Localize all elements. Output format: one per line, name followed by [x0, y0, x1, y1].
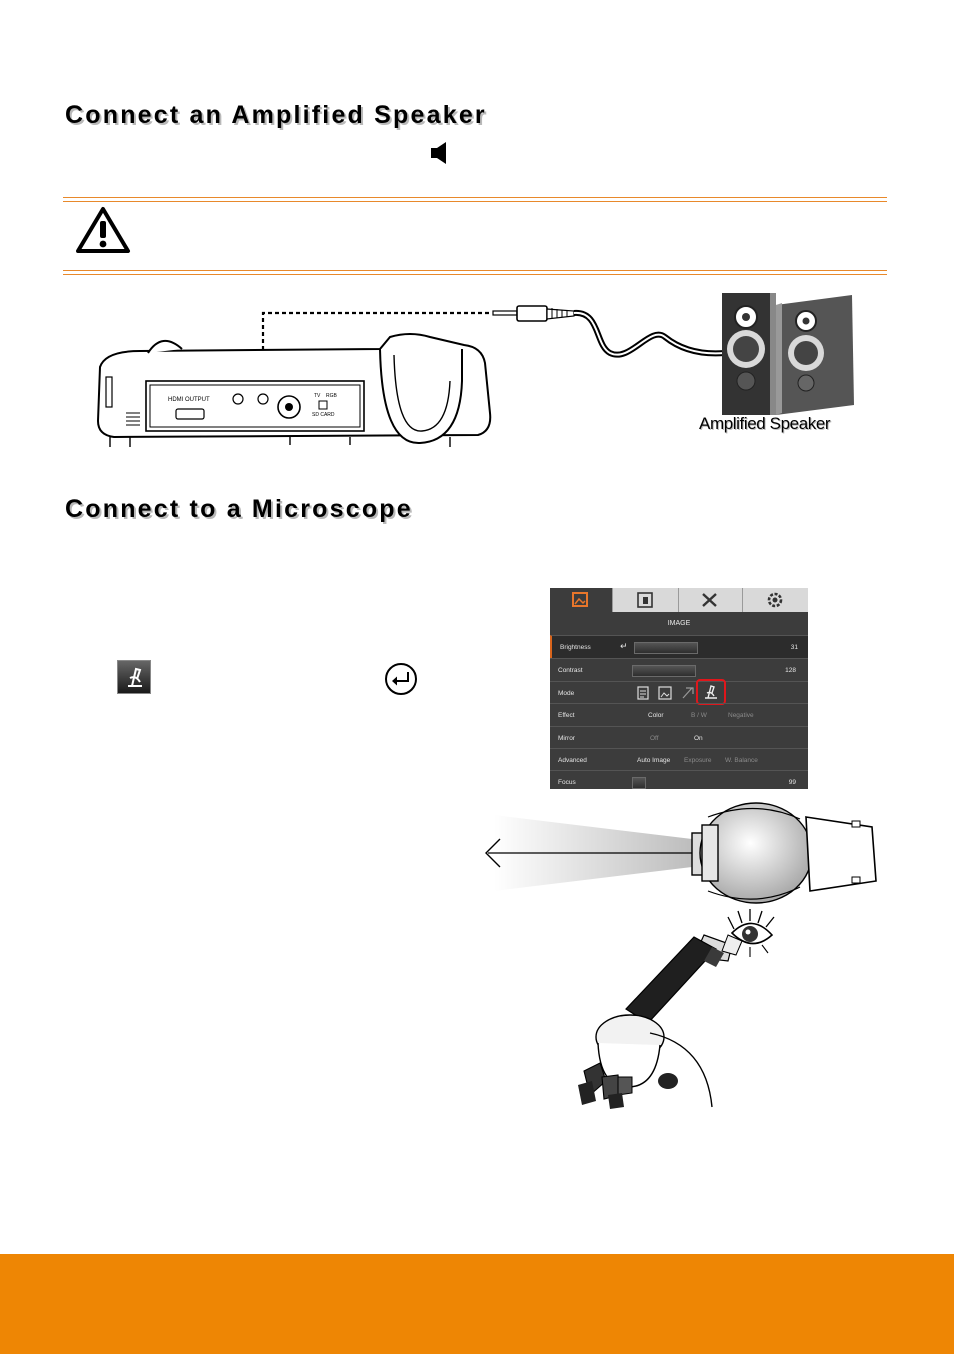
warning-top-rule	[63, 197, 887, 202]
image-icon	[572, 592, 588, 607]
hdmi-label: HDMI OUTPUT	[168, 397, 210, 403]
effect-option-color[interactable]: Color	[648, 712, 664, 719]
mirror-option-off[interactable]: Off	[650, 735, 659, 742]
effect-option-negative[interactable]: Negative	[728, 712, 754, 719]
tab-tools[interactable]	[678, 588, 743, 612]
brightness-slider[interactable]	[634, 642, 698, 654]
menu-row-label: Effect	[558, 712, 575, 719]
menu-row-mirror[interactable]: Mirror Off On	[550, 726, 808, 749]
microscope-mode-selected[interactable]	[696, 679, 726, 705]
menu-row-effect[interactable]: Effect Color B / W Negative	[550, 703, 808, 726]
brightness-value: 31	[790, 644, 798, 651]
microscope-icon	[705, 685, 717, 699]
sdcard-label: SD CARD	[312, 412, 335, 418]
document-mode-icon[interactable]	[636, 686, 650, 700]
focus-slider[interactable]	[632, 777, 646, 789]
tab-display[interactable]	[612, 588, 679, 612]
tab-image[interactable]	[550, 588, 613, 612]
menu-row-label: Mirror	[558, 735, 575, 742]
rgb-label: RGB	[326, 393, 338, 399]
contrast-value: 128	[785, 667, 796, 674]
menu-row-label: Focus	[558, 779, 576, 786]
menu-row-label: Advanced	[558, 757, 587, 764]
focus-value: 99	[788, 779, 796, 786]
page-footer-band	[0, 1254, 954, 1354]
microscope-heading: Connect to a Microscope	[65, 495, 413, 523]
tab-settings[interactable]	[742, 588, 808, 612]
menu-tab-bar	[550, 588, 808, 612]
menu-row-label: Brightness	[560, 644, 591, 651]
display-icon	[637, 592, 653, 608]
menu-row-mode[interactable]: Mode	[550, 679, 808, 705]
advanced-option-auto-image[interactable]: Auto Image	[637, 757, 671, 764]
amplified-speaker-caption: Amplified Speaker	[699, 414, 831, 433]
tools-icon	[702, 593, 717, 607]
advanced-option-exposure[interactable]: Exposure	[684, 757, 712, 764]
gear-icon	[767, 592, 783, 608]
microscope-mode-icon	[117, 660, 151, 694]
enter-mark-icon: ↵	[620, 641, 628, 651]
menu-row-focus[interactable]: Focus 99	[550, 770, 808, 789]
speaker-heading: Connect an Amplified Speaker	[65, 101, 487, 129]
warning-bottom-rule	[63, 270, 887, 275]
picture-mode-icon[interactable]	[658, 686, 672, 700]
enter-icon	[385, 663, 417, 695]
advanced-option-white-balance[interactable]: W. Balance	[725, 757, 758, 764]
menu-row-contrast[interactable]: Contrast 128	[550, 658, 808, 681]
menu-row-brightness[interactable]: Brightness ↵ 31	[550, 635, 808, 658]
warning-icon	[76, 207, 130, 253]
menu-row-label: Contrast	[558, 667, 583, 674]
speaker-connection-illustration: HDMI OUTPUT TV RGB SD CARD	[96, 293, 854, 447]
motion-mode-icon[interactable]	[681, 686, 695, 700]
microscope-illustration	[485, 802, 877, 1109]
image-settings-menu: IMAGE Brightness ↵ 31 Contrast 128 Mode …	[550, 588, 808, 789]
tv-label: TV	[314, 393, 321, 399]
effect-option-bw[interactable]: B / W	[691, 712, 707, 719]
menu-title: IMAGE	[667, 620, 691, 627]
menu-row-advanced[interactable]: Advanced Auto Image Exposure W. Balance	[550, 748, 808, 771]
contrast-slider[interactable]	[632, 665, 696, 677]
mirror-option-on[interactable]: On	[694, 735, 703, 742]
menu-row-label: Mode	[558, 690, 575, 697]
speaker-icon	[431, 142, 446, 164]
